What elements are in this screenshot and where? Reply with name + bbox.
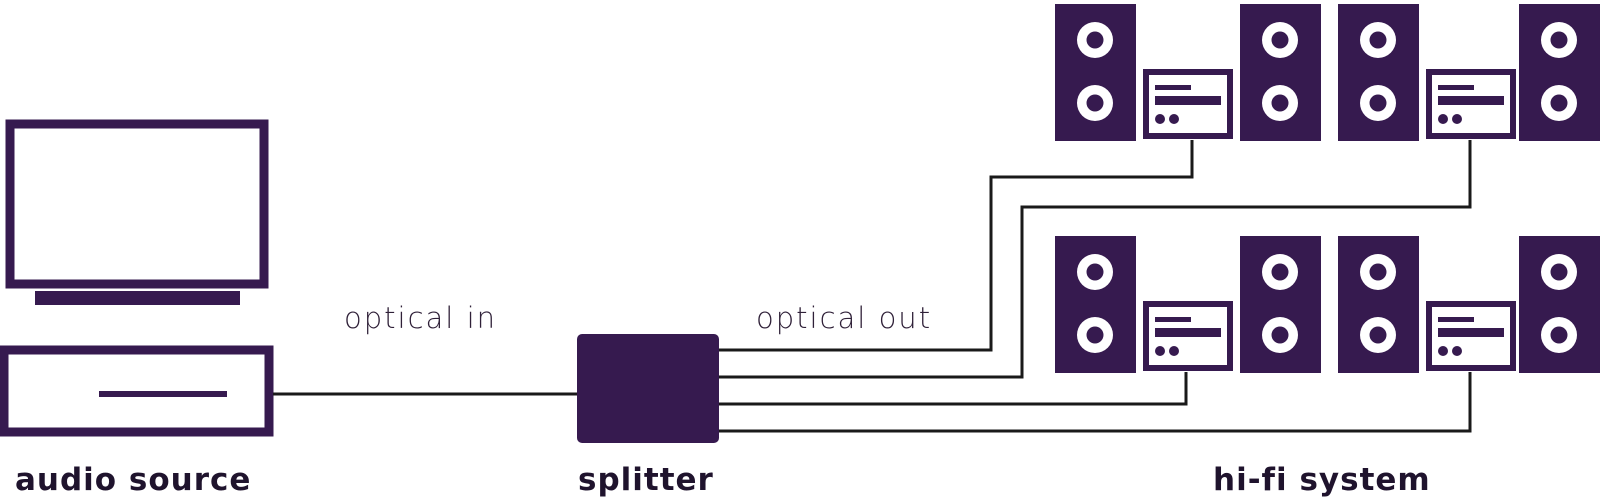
optical-in-label: optical in [344,301,498,335]
amplifier-icon [1143,69,1233,139]
splitter-label: splitter [578,462,714,498]
splitter-box-icon [577,334,719,443]
hifi-unit-bottom-right [1338,236,1600,373]
speaker-icon [1055,4,1136,141]
speaker-icon [1338,236,1419,373]
speaker-icon [1338,4,1419,141]
speaker-icon [1519,236,1600,373]
amplifier-icon [1426,301,1516,371]
speaker-icon [1240,4,1321,141]
speaker-icon [1519,4,1600,141]
cable-4 [719,372,1472,433]
speaker-icon [1240,236,1321,373]
computer-case-icon [0,345,274,437]
optical-out-label: optical out [756,301,933,335]
hifi-unit-bottom-left [1055,236,1321,373]
speaker-icon [1055,236,1136,373]
hifi-system-label: hi-fi system [1213,462,1431,498]
cable-1 [719,140,1194,352]
monitor-icon [5,119,269,305]
amplifier-icon [1143,301,1233,371]
audio-source-label: audio source [15,462,252,498]
cable-2 [719,140,1472,379]
hifi-unit-top-left [1055,4,1321,141]
cable-3 [719,372,1188,406]
amplifier-icon [1426,69,1516,139]
optical-out-cables [719,140,1472,433]
hifi-unit-top-right [1338,4,1600,141]
